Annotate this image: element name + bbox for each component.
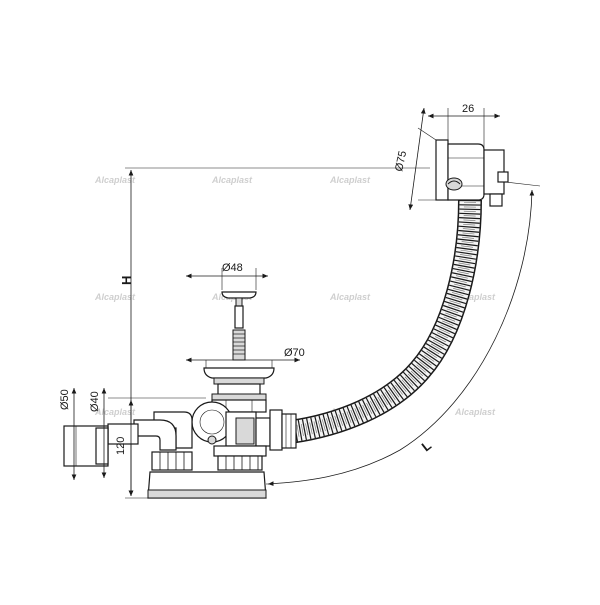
- length-label: L: [419, 438, 435, 455]
- overflow-diameter-dimension: Ø75: [393, 107, 437, 211]
- watermark: Alcaplast: [329, 175, 371, 185]
- waste-plug: Ø48: [186, 262, 268, 361]
- outlet-height-dimension: 120: [115, 400, 134, 496]
- overflow-head: [435, 139, 509, 207]
- outlet-height-label: 120: [115, 437, 127, 455]
- watermark: Alcaplast: [94, 407, 136, 417]
- overflow-width-dimension: 26: [428, 103, 500, 148]
- outlet-elbow: [63, 397, 206, 471]
- watermark: Alcaplast: [94, 292, 136, 302]
- outlet-inner-diameter-label: Ø40: [89, 391, 101, 412]
- watermark: Alcaplast: [454, 407, 496, 417]
- corrugated-hose: [288, 199, 482, 444]
- flange-diameter-label: Ø70: [284, 347, 305, 359]
- watermark: Alcaplast: [94, 175, 136, 185]
- drain-body: Ø70: [147, 347, 305, 499]
- outlet-outer-diameter-label: Ø50: [59, 389, 71, 410]
- outlet-diameter-dimensions: Ø50 Ø40: [59, 388, 107, 480]
- watermark: Alcaplast: [329, 292, 371, 302]
- height-label: H: [119, 276, 134, 285]
- overflow-diameter-label: Ø75: [393, 150, 409, 173]
- watermark: Alcaplast: [211, 175, 253, 185]
- overflow-width-label: 26: [462, 103, 474, 115]
- plug-diameter-label: Ø48: [222, 262, 243, 274]
- watermarks: Alcaplast Alcaplast Alcaplast Alcaplast …: [94, 175, 496, 417]
